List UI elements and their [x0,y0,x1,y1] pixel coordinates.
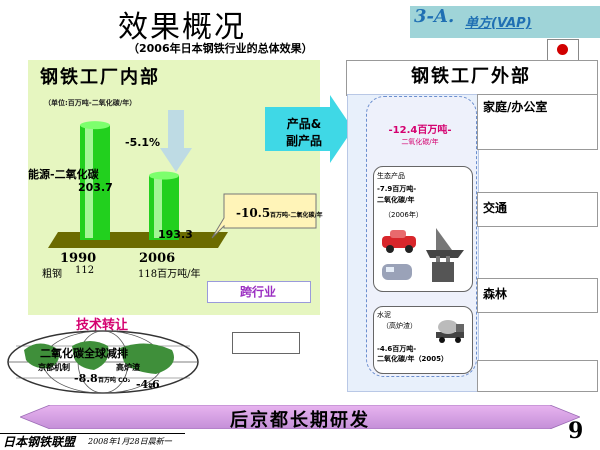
section-label: 单方(VAP) [465,16,532,31]
kyoto-mechanism-label: 京都机制 [38,363,70,372]
outside-total-unit: 二氧化碳/年 [401,138,439,146]
page-number: 9 [568,418,584,444]
footer-date: 2008年1月28日晨新一 [88,437,172,446]
product-arrow-line1: 产品& [286,117,322,131]
global-reduction-label: 二氧化碳全球减排 [40,347,128,360]
reduction-callout [211,193,317,239]
reduction-down-arrow-icon [160,110,192,172]
cement-value: -4.6百万吨- 二氧化碳/年（2005） [377,344,469,364]
outside-title: 钢铁工厂外部 [411,66,531,87]
co2-bar-chart [48,110,228,248]
page-title: 效果概况 [118,10,246,45]
eco-products-title: 生态产品 [377,172,405,180]
sector-transport: 交通 [483,201,508,215]
inside-title: 钢铁工厂内部 [40,67,160,88]
global-value-2: -4.6 [136,378,160,391]
reduction-value: -10.5 [236,206,271,220]
cement-subtitle: （高炉渣） [382,322,417,330]
bar-2006-highlight [154,177,162,238]
unit-note: （单位:百万吨-二氧化碳/年） [44,99,137,107]
bf-slag-label: 高炉渣 [116,363,140,372]
cement-mixer-icon [436,320,464,343]
global-unit-2: 年 [148,383,155,390]
post-kyoto-arrow [20,405,580,429]
product-arrow-label: 产品& 副产品 [276,116,332,150]
footer-rule [0,433,185,434]
cross-sector-label: 跨行业 [239,285,276,299]
product-arrow-line2: 副产品 [285,134,322,148]
global-value-1: -8.8 [74,372,98,385]
eco-product-icons [382,228,464,282]
cement-title: 水泥 [377,311,391,319]
reduction-unit: 百万吨-二氧化碳/年 [270,212,323,219]
empty-box [232,332,300,354]
bar-1990-top [80,121,110,130]
outside-total-value: -12.4百万吨- [388,125,452,136]
category-label-2006: 2006 [139,251,176,266]
flag-sun [557,44,568,55]
sector-box-transport [477,192,598,227]
sector-forest: 森林 [483,287,508,301]
transformer-icon [432,256,454,282]
value-label-1990: 203.7 [78,181,113,194]
eco-value-line2: 二氧化碳/年 [377,196,415,204]
change-percent: -5.1% [125,136,161,149]
global-unit-1: 百万吨 CO₂ [98,377,131,384]
eco-value-line1: -7.9百万吨- [377,185,417,193]
footer-organization: 日本钢铁联盟 [3,435,76,449]
globe-icon [7,330,199,394]
cement-value-line1: -4.6百万吨- [377,345,417,353]
sector-box-home-office [477,94,598,150]
cement-value-line2: 二氧化碳/年（2005） [377,355,449,363]
bar-2006-top [149,171,179,180]
category-label-1990: 1990 [60,251,97,266]
sector-box-forest [477,278,598,313]
eco-products-value: -7.9百万吨- 二氧化碳/年 [377,184,467,206]
bar-1990-highlight [85,127,93,238]
crude-steel-2006: 118百万吨/年 [138,269,201,280]
value-label-2006: 193.3 [158,228,193,241]
car-icon [382,230,416,253]
tech-transfer-title: 技术转让 [76,318,129,333]
energy-co2-label: 能源-二氧化碳 [28,168,99,181]
ship-icon [426,228,464,258]
crude-steel-label: 粗钢 [42,269,62,280]
crude-steel-1990: 112 [75,265,95,276]
eco-products-year: （2006年） [384,211,423,219]
post-kyoto-label: 后京都长期研发 [230,410,370,431]
cross-sector-box [207,281,311,303]
product-arrow-icon [265,95,353,163]
page-subtitle: （2006年日本钢铁行业的总体效果） [128,42,313,55]
sector-home-office: 家庭/办公室 [483,100,548,114]
train-icon [382,264,412,280]
section-tag [410,6,600,38]
chart-base-platform [48,232,228,248]
sector-box-empty [477,360,598,392]
section-code: 3-A. [414,6,455,27]
